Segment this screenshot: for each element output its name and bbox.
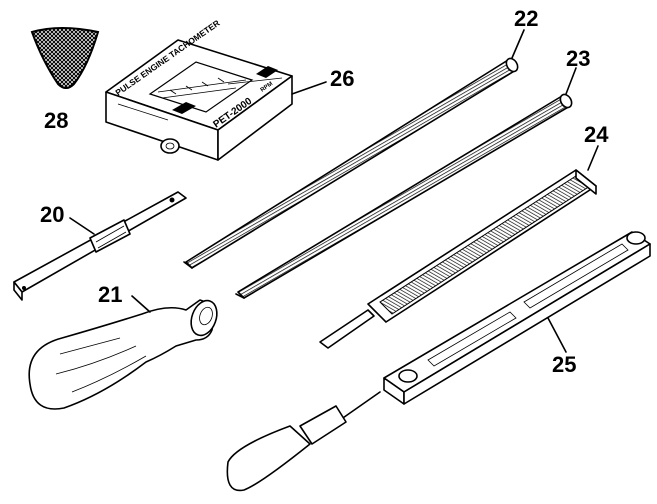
- leader-23: [565, 67, 577, 95]
- round-file-part-23: [235, 93, 573, 299]
- flat-file-part-24: [319, 169, 597, 349]
- round-file-part-22: [183, 57, 519, 269]
- callout-23: 23: [566, 46, 590, 71]
- callout-26: 26: [330, 66, 354, 91]
- depth-gauge-part-20: [13, 191, 187, 301]
- mesh-filter-part-28: [30, 27, 100, 89]
- callout-20: 20: [40, 202, 64, 227]
- callout-21: 21: [98, 282, 122, 307]
- callout-22: 22: [514, 6, 538, 31]
- leader-21: [131, 295, 151, 313]
- leader-25: [547, 317, 567, 353]
- tachometer-part-26: [105, 39, 293, 161]
- leader-20: [69, 217, 95, 235]
- callout-24: 24: [584, 122, 609, 147]
- file-handle-part-21: [28, 299, 218, 410]
- leader-26: [291, 81, 327, 95]
- callout-25: 25: [552, 352, 576, 377]
- leader-22: [511, 29, 525, 59]
- leader-24: [587, 145, 599, 171]
- callout-28: 28: [44, 108, 68, 133]
- file-guide-part-25: [226, 231, 651, 492]
